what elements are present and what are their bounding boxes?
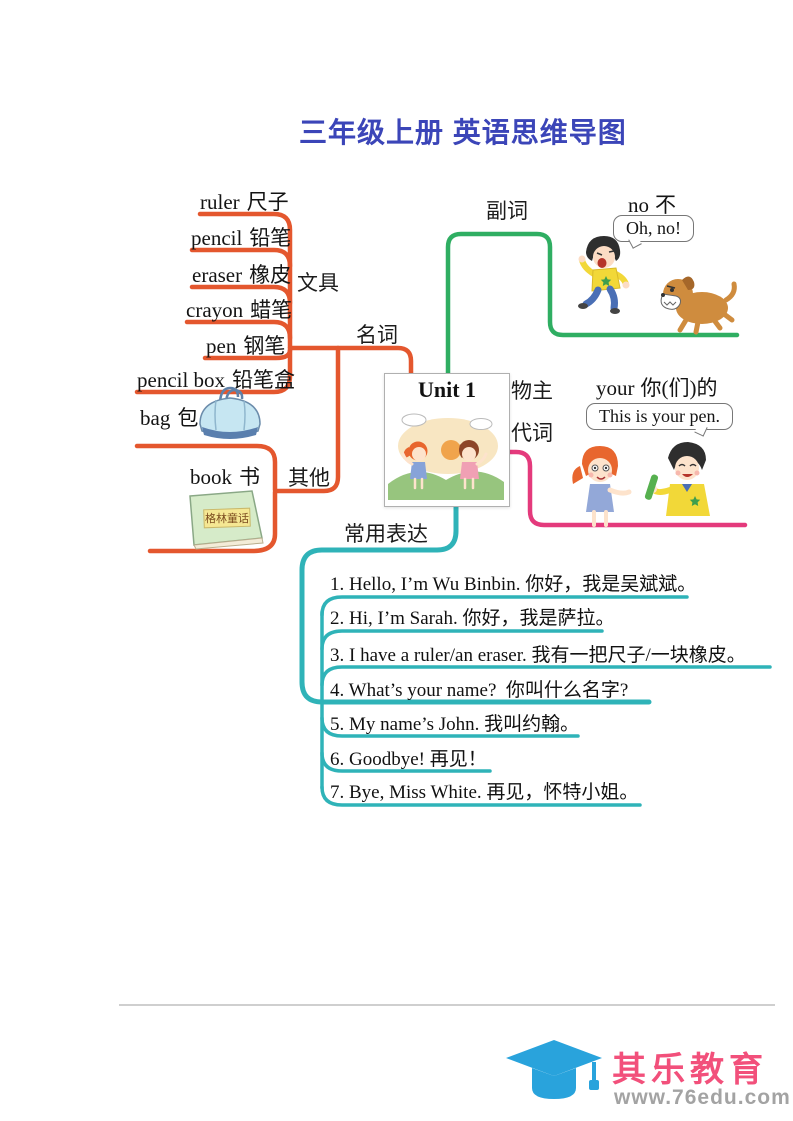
item-book-en: book [190, 465, 232, 489]
branch-expressions-lines [299, 501, 772, 807]
item-pencil-zh: 铅笔 [249, 226, 292, 250]
two-kids-image [572, 442, 710, 527]
word-your-zh: 你(们)的 [640, 376, 718, 400]
item-bag-en: bag [140, 406, 171, 430]
item-pencil-box-en: pencil box [137, 368, 226, 392]
node-stationery: 文具 [297, 271, 339, 295]
unit1-illustration [388, 413, 504, 500]
page-title: 三年级上册 英语思维导图 [299, 117, 627, 148]
node-adverbs: 副词 [486, 199, 528, 223]
word-no-zh: 不 [655, 193, 676, 217]
footer-brand: 其乐教育 [612, 1051, 768, 1089]
item-pencil-box-zh: 铅笔盒 [232, 368, 296, 392]
bag-image [199, 386, 261, 439]
item-ruler-zh: 尺子 [246, 190, 289, 214]
speech-bubble-your-pen-text: This is your pen. [599, 406, 720, 426]
sentence-3: 3. I have a ruler/an eraser. 我有一把尺子/一块橡皮… [330, 645, 746, 666]
item-pen-zh: 钢笔 [243, 334, 286, 358]
graduation-cap-icon [506, 1040, 602, 1099]
item-pencil-en: pencil [191, 226, 243, 250]
branch-adverbs-lines [445, 231, 740, 377]
boy-and-dog-image [578, 236, 737, 335]
node-possessive-line2: 代词 [511, 421, 553, 445]
item-book-zh: 书 [239, 465, 260, 489]
footer-url: www.76edu.com [614, 1086, 791, 1109]
item-ruler-en: ruler [200, 190, 240, 214]
node-nouns: 名词 [356, 323, 398, 347]
item-crayon-zh: 蜡笔 [250, 298, 293, 322]
word-no-en: no [628, 193, 649, 217]
node-others: 其他 [288, 466, 330, 490]
word-your-en: your [596, 376, 635, 400]
sentence-6: 6. Goodbye! 再见！ [330, 749, 487, 770]
branch-nouns-lines [134, 211, 414, 554]
center-node-unit1: Unit 1 [384, 373, 510, 507]
book-image: 格林童话 [189, 490, 264, 550]
sentence-1: 1. Hello, I’m Wu Binbin. 你好，我是吴斌斌。 [330, 574, 697, 595]
sentence-7: 7. Bye, Miss White. 再见，怀特小姐。 [330, 782, 639, 803]
book-cover-text: 格林童话 [205, 511, 249, 525]
item-book: book 书 [190, 461, 260, 491]
sentence-5: 5. My name’s John. 我叫约翰。 [330, 714, 580, 735]
item-pen-en: pen [206, 334, 237, 358]
branch-possessive-lines [505, 449, 748, 528]
item-eraser-en: eraser [192, 263, 243, 287]
speech-bubble-oh-no-text: Oh, no! [626, 218, 681, 238]
sentence-2: 2. Hi, I’m Sarah. 你好，我是萨拉。 [330, 608, 615, 629]
node-expressions: 常用表达 [344, 522, 428, 546]
unit1-label: Unit 1 [417, 377, 477, 402]
node-possessive-line1: 物主 [511, 379, 553, 403]
speech-bubble-oh-no: Oh, no! [613, 215, 694, 249]
item-eraser-zh: 橡皮 [249, 263, 292, 287]
item-crayon-en: crayon [186, 298, 244, 322]
speech-bubble-your-pen: This is your pen. [586, 403, 733, 437]
sentence-4: 4. What’s your name? 你叫什么名字? [330, 680, 629, 701]
footer-divider [119, 1004, 775, 1006]
item-bag-zh: 包 [177, 406, 199, 430]
